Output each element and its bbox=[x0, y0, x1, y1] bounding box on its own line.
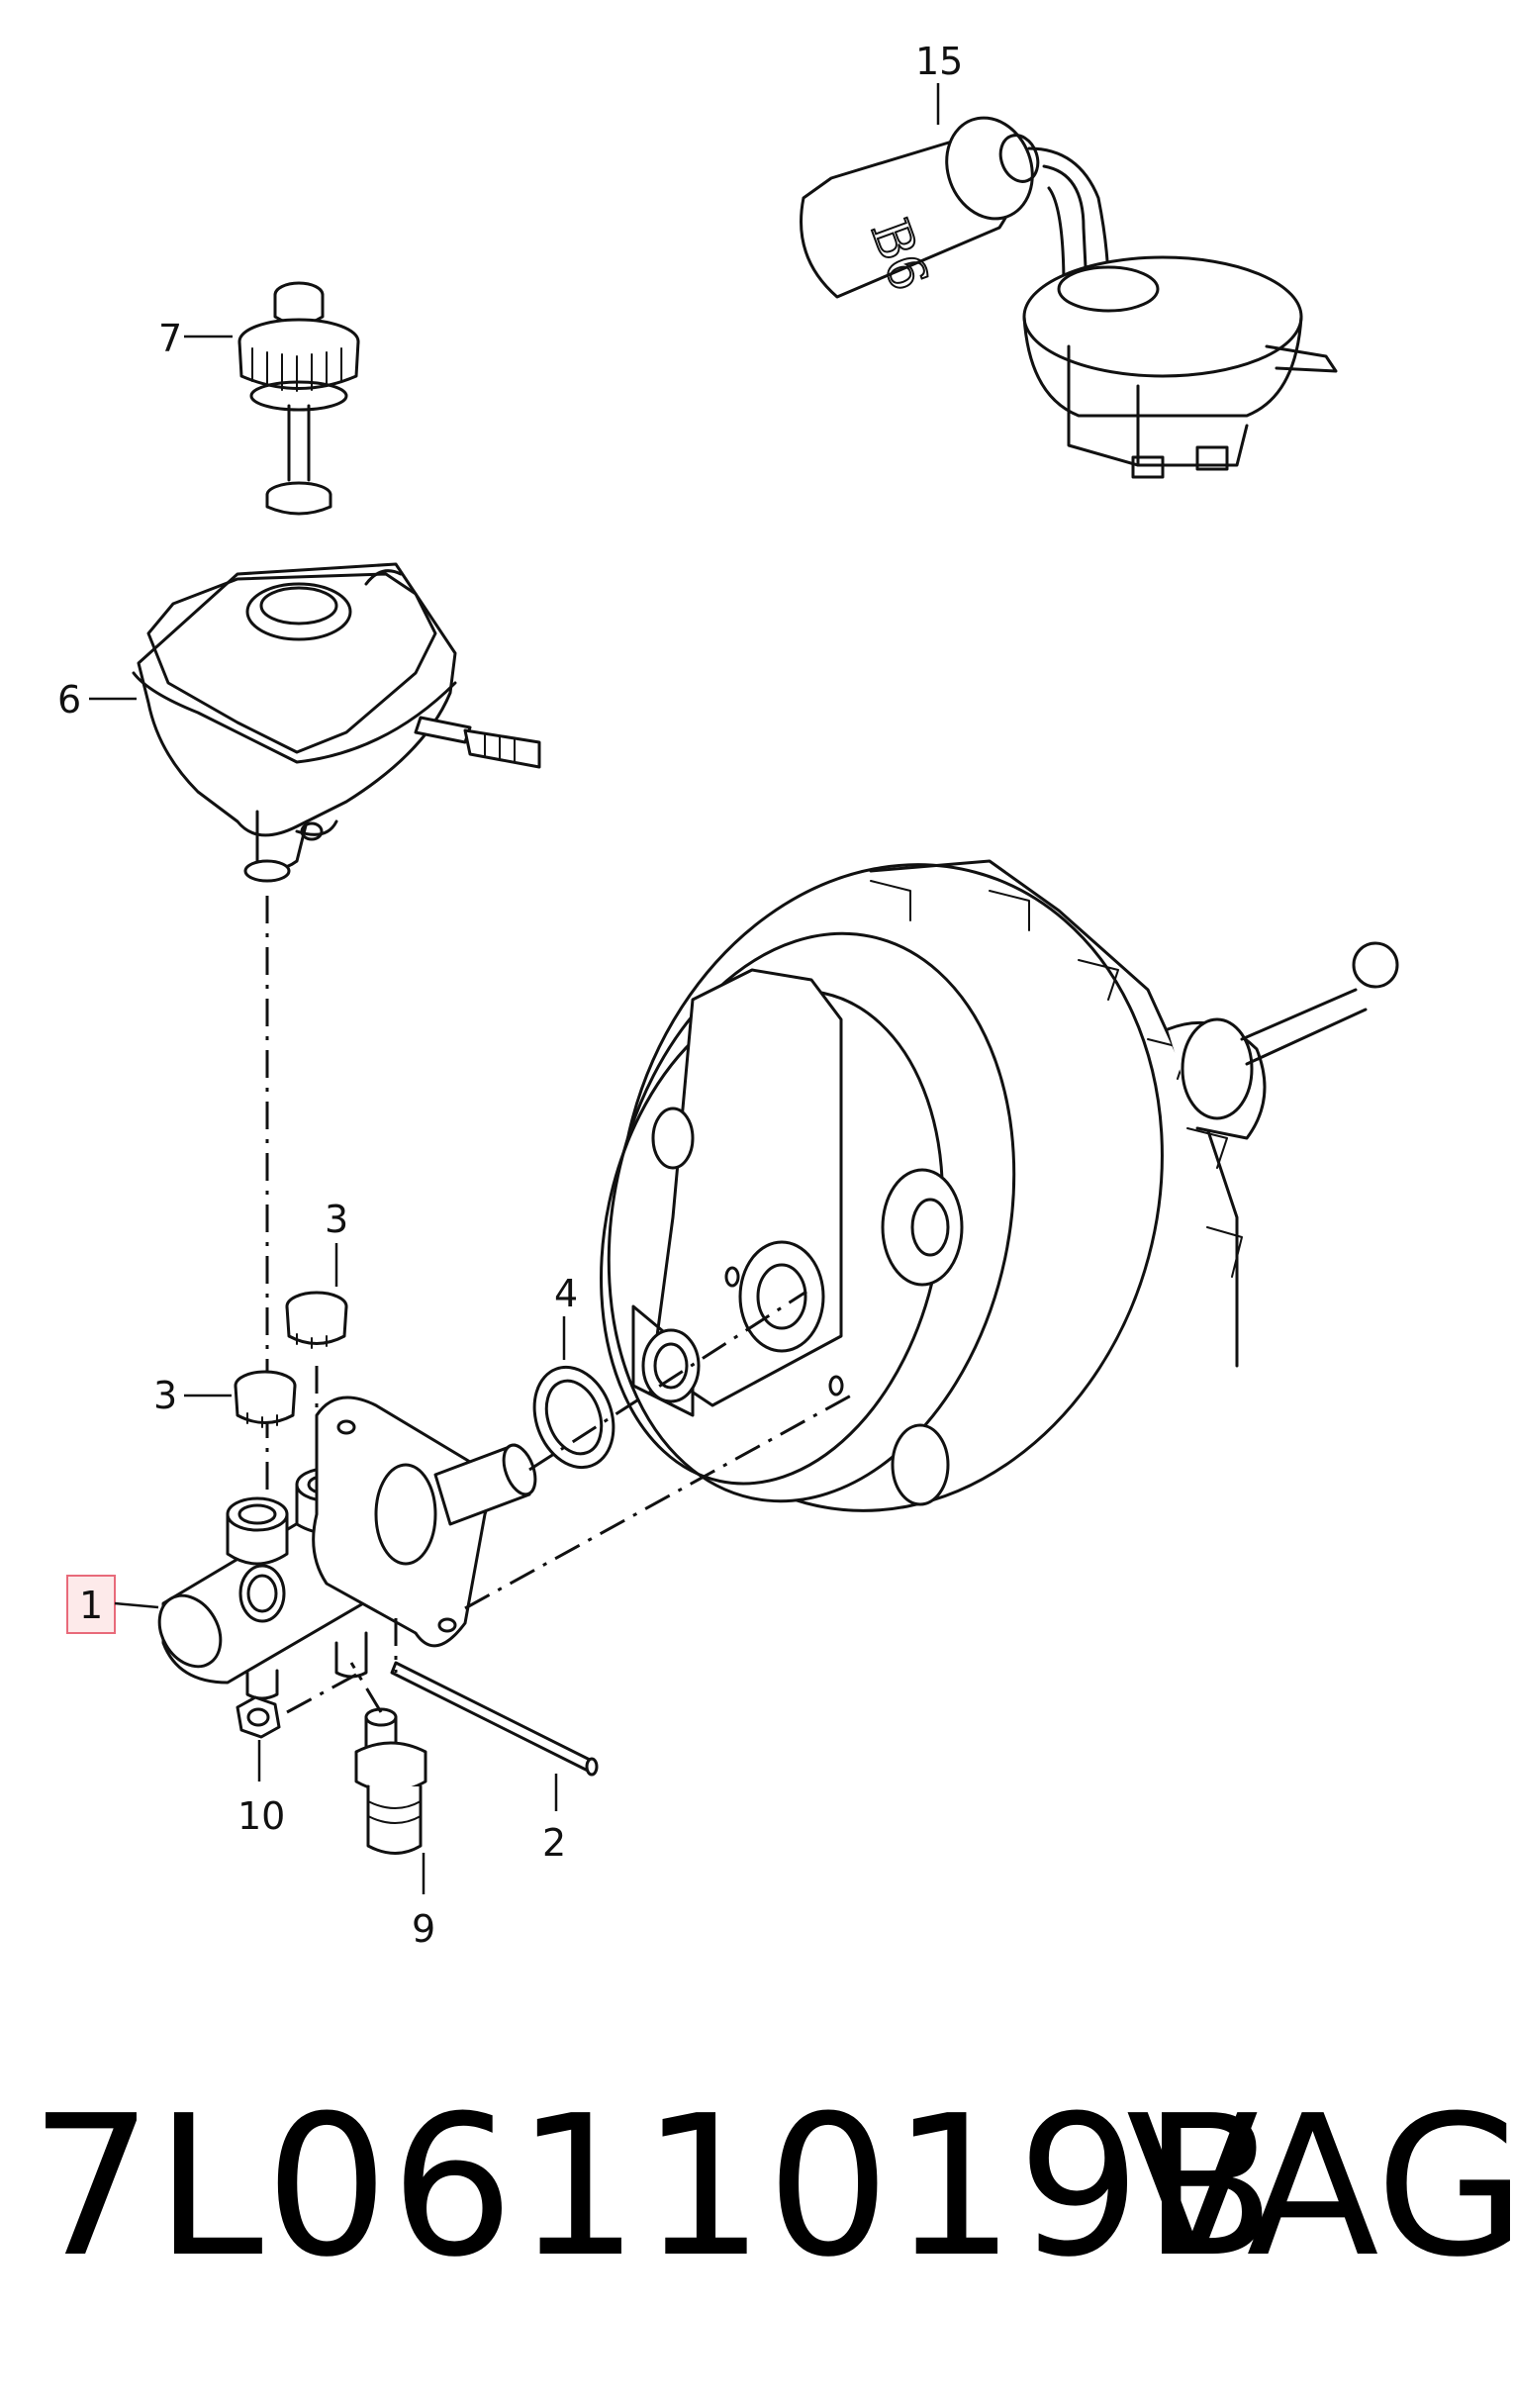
callout-1-highlight bbox=[66, 1575, 116, 1634]
callout-15: 15 bbox=[915, 40, 963, 83]
callout-3-lower: 3 bbox=[153, 1374, 177, 1417]
part-3-seal-upper-drawing bbox=[285, 1291, 348, 1349]
part-9-sensor-plug-drawing bbox=[354, 1707, 427, 1855]
callout-1: 1 bbox=[79, 1584, 103, 1627]
brake-booster-drawing bbox=[600, 859, 1399, 1512]
part-3-seal-lower-drawing bbox=[234, 1370, 297, 1428]
part-7-cap-drawing bbox=[237, 281, 360, 516]
callout-4: 4 bbox=[554, 1272, 578, 1315]
callout-7: 7 bbox=[158, 317, 182, 360]
part-10-nut-drawing bbox=[236, 1695, 281, 1739]
part-number: 7L0611019B bbox=[30, 2074, 1278, 2300]
part-caption: 7L0611019B VAG bbox=[0, 2069, 1513, 2306]
callout-10: 10 bbox=[237, 1794, 285, 1838]
part-2-pin-drawing bbox=[390, 1661, 599, 1777]
part-1-master-cylinder-drawing bbox=[157, 1396, 537, 1700]
callout-3-upper: 3 bbox=[325, 1198, 348, 1241]
callout-6: 6 bbox=[57, 678, 81, 722]
brake-system-exploded-diagram: B6 15 7 bbox=[57, 40, 1399, 1951]
callout-2: 2 bbox=[542, 1821, 566, 1865]
brand-name: VAG bbox=[1126, 2074, 1513, 2300]
part-6-reservoir-drawing bbox=[132, 562, 541, 883]
callout-9: 9 bbox=[412, 1907, 435, 1951]
part-4-oring-drawing bbox=[532, 1365, 615, 1470]
part-15-sensor-drawing: B6 bbox=[800, 116, 1338, 479]
